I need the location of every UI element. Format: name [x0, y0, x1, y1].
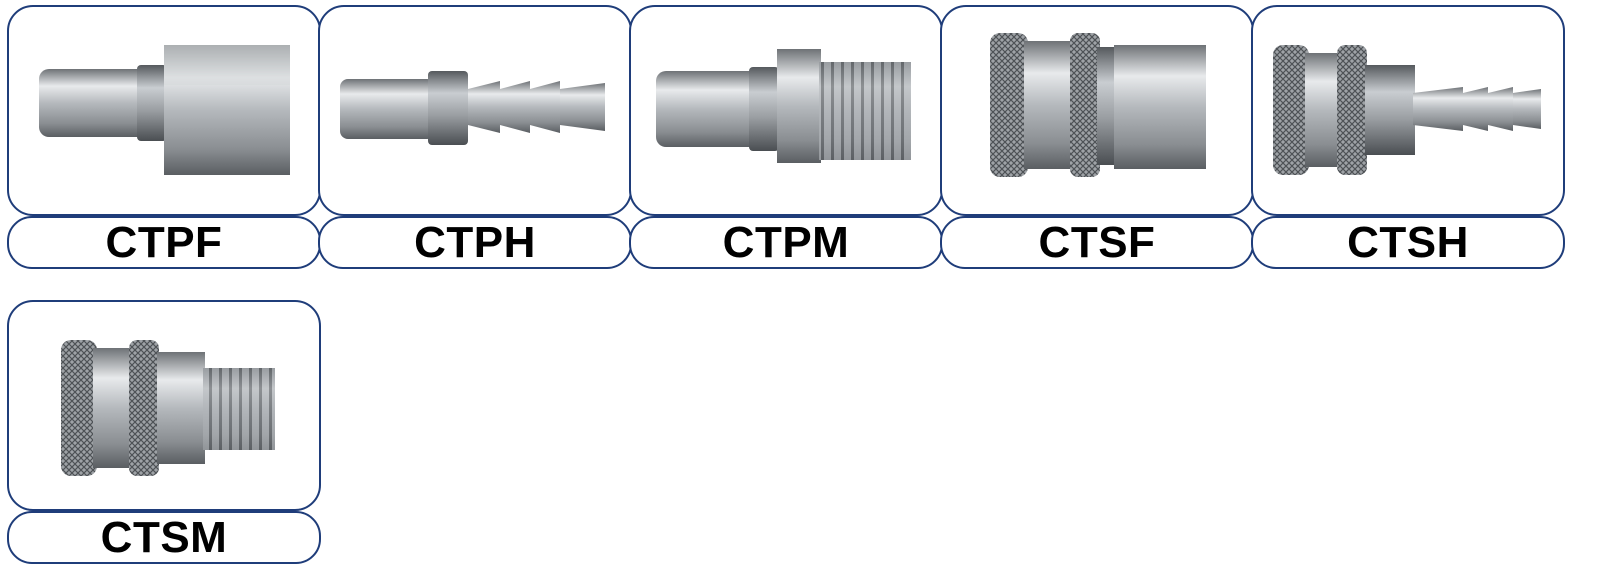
product-image-frame — [629, 5, 943, 216]
product-image-frame — [318, 5, 632, 216]
socket-female-thread-coupler-icon — [990, 33, 1206, 177]
plug-hose-barb-coupler-icon — [340, 71, 605, 145]
product-image-frame — [1251, 5, 1565, 216]
product-code: CTPF — [105, 217, 223, 267]
socket-hose-barb-coupler-icon — [1273, 45, 1541, 175]
product-image-frame — [940, 5, 1254, 216]
socket-male-thread-coupler-icon — [61, 340, 275, 476]
product-label: CTSH — [1251, 216, 1565, 269]
product-label: CTSF — [940, 216, 1254, 269]
product-code: CTSH — [1347, 217, 1469, 267]
product-label: CTSM — [7, 511, 321, 564]
product-code: CTSF — [1038, 217, 1156, 267]
plug-female-thread-coupler-icon — [39, 45, 290, 175]
product-image-frame — [7, 5, 321, 216]
product-code: CTSM — [100, 512, 228, 562]
product-code: CTPH — [414, 217, 536, 267]
product-label: CTPM — [629, 216, 943, 269]
product-label: CTPH — [318, 216, 632, 269]
plug-male-thread-coupler-icon — [656, 49, 911, 163]
product-label: CTPF — [7, 216, 321, 269]
product-image-frame — [7, 300, 321, 511]
product-code: CTPM — [722, 217, 850, 267]
